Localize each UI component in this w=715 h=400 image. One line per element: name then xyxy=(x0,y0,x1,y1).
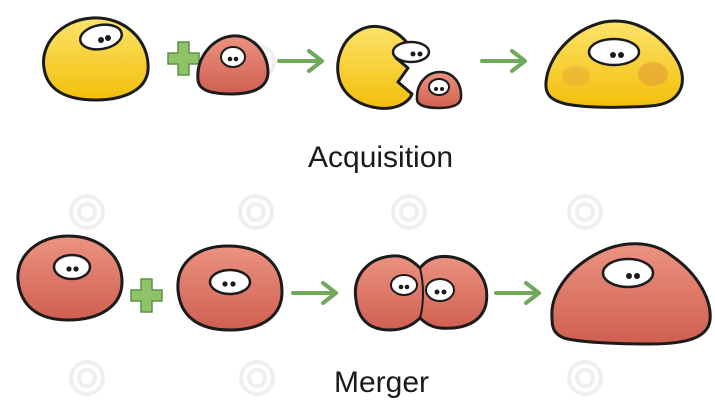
plus-sign-icon xyxy=(167,41,200,76)
red-blob-merged xyxy=(550,242,712,346)
spiral-watermark-icon xyxy=(239,360,275,396)
spiral-watermark-icon xyxy=(238,194,274,230)
merger-row xyxy=(16,234,712,346)
right-arrow-icon xyxy=(480,49,527,73)
plus-sign-icon xyxy=(130,278,163,313)
right-arrow-icon xyxy=(291,281,338,305)
red-blob-being-eaten xyxy=(415,70,463,110)
acquisition-row xyxy=(42,16,684,110)
eyes xyxy=(78,23,124,51)
acquisition-caption: Acquisition xyxy=(308,141,454,174)
merger-caption: Merger xyxy=(334,366,430,399)
red-blobs-fusing xyxy=(353,254,489,332)
red-blob-left xyxy=(16,234,124,322)
red-blob-right xyxy=(176,244,284,332)
watermark-layer xyxy=(69,44,603,396)
spiral-watermark-icon xyxy=(567,194,603,230)
right-arrow-icon xyxy=(494,281,541,305)
spiral-watermark-icon xyxy=(391,194,427,230)
spiral-watermark-icon xyxy=(69,360,105,396)
yellow-blob-grown xyxy=(544,19,684,109)
spiral-watermark-icon xyxy=(567,360,603,396)
yellow-blob-large xyxy=(42,16,150,102)
red-blob-small xyxy=(196,34,270,96)
right-arrow-icon xyxy=(277,49,324,73)
yellow-blob-eating xyxy=(336,25,431,110)
spiral-watermark-icon xyxy=(69,194,105,230)
